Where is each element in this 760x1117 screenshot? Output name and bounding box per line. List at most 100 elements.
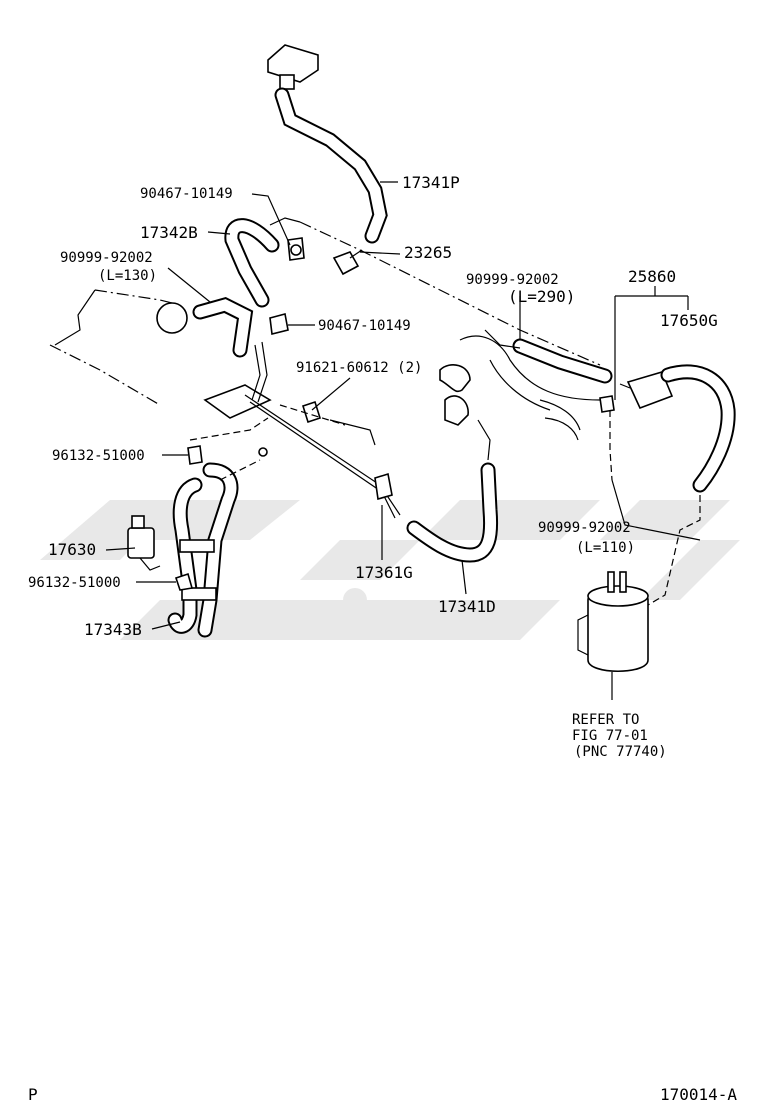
hose-90999-L130 [156,296,289,358]
label-25860: 25860 [628,267,676,286]
part-23265 [332,249,363,276]
canister-top [587,585,649,607]
label-90999-130-len: (L=130) [98,268,157,284]
dashed-connections [189,404,701,606]
hose-17343B [167,445,239,638]
watermark-dot [343,588,367,612]
hose-inner [408,464,497,561]
engine-edge [54,289,96,346]
engine-edge [329,419,376,446]
fitting-dot [258,447,268,457]
clip-ring [290,244,302,256]
watermark-shape [600,500,730,540]
engine-edge [489,359,551,411]
label-refer-2: FIG 77-01 [572,728,648,744]
hose-17341P [267,44,388,244]
canister-port [619,571,627,593]
leader-17342B [207,231,231,235]
footer-figure-number: 170014-A [660,1085,737,1104]
label-90999-110-len: (L=110) [576,540,635,556]
clip-part [269,313,289,335]
pipe-riser [257,341,268,403]
clip-part [174,572,194,591]
label-23265: 23265 [404,243,452,262]
watermark-shape [420,500,600,540]
hose-inner [662,366,734,491]
leader-lines [105,181,701,630]
canister-bracket [577,614,589,656]
engine-edge [539,399,581,431]
leader-90999-110 [611,479,701,541]
vsv-body [626,371,674,410]
leader-17341D [461,559,467,595]
label-90467-mid: 90467-10149 [318,318,411,334]
hose-inner [276,89,386,242]
dashed-line [279,404,346,426]
dashed-line [609,410,613,481]
label-90999-290: 90999-92002 [466,272,559,288]
watermark-shape [300,540,420,580]
dashed-line [219,459,261,481]
bracket-plate [203,384,272,419]
label-17343B: 17343B [84,620,142,639]
dashed-line [647,495,701,606]
hose-90999-L290 [484,329,613,384]
clip-part [599,395,615,413]
part-17630 [127,515,161,571]
leader-17343B [151,621,181,630]
engine-edge [459,335,601,401]
hose-inner [194,299,252,356]
ring-part [156,302,188,334]
canister-port [607,571,615,593]
vsv-lead [619,383,631,389]
cap-part [267,44,319,83]
charcoal-canister [577,571,649,700]
label-17650G: 17650G [660,311,718,330]
footer-left-code: P [28,1085,38,1104]
hose-17342B [224,218,305,308]
dashed-line [189,417,269,441]
hose-17341D [406,364,499,563]
label-90999-110: 90999-92002 [538,520,631,536]
label-91621: 91621-60612 (2) [296,360,422,376]
hose-clamp [179,539,215,553]
vsv-lead [139,557,161,571]
label-refer-1: REFER TO [572,712,639,728]
label-17341P: 17341P [402,173,460,192]
hose-inner [226,220,278,306]
hose-inner [514,340,611,382]
label-96132-bot: 96132-51000 [28,575,121,591]
part-labels: 17341P 90467-10149 17342B 23265 90999-92… [28,173,718,760]
hose-clamp [181,587,217,601]
leader-90999-130 [167,267,211,303]
hose-end [444,395,469,426]
watermark-logo [40,500,740,640]
pipe-line [244,394,401,516]
fitting-pin [349,249,363,259]
label-17630: 17630 [48,540,96,559]
label-17361G: 17361G [355,563,413,582]
label-96132-top: 96132-51000 [52,448,145,464]
hose-fitting [484,329,521,349]
leader-91621 [311,377,351,411]
label-refer-3: (PNC 77740) [574,744,667,760]
label-90467-top: 90467-10149 [140,186,233,202]
cap-stem [279,74,295,90]
engine-dashdot-line [94,289,181,306]
engine-edge [269,217,301,226]
vsv-body [127,527,155,559]
label-90999-130: 90999-92002 [60,250,153,266]
leader-23265 [359,251,401,255]
pipe-riser [251,344,261,401]
vsv-port [131,515,145,529]
fitting-part [332,251,360,276]
hose-inner [199,464,237,636]
label-17342B: 17342B [140,223,198,242]
engine-outline [49,217,601,446]
leader-90467-top [251,193,291,246]
leader-17630 [105,547,136,551]
clip-part [187,445,203,465]
engine-dashdot-line [299,221,601,366]
